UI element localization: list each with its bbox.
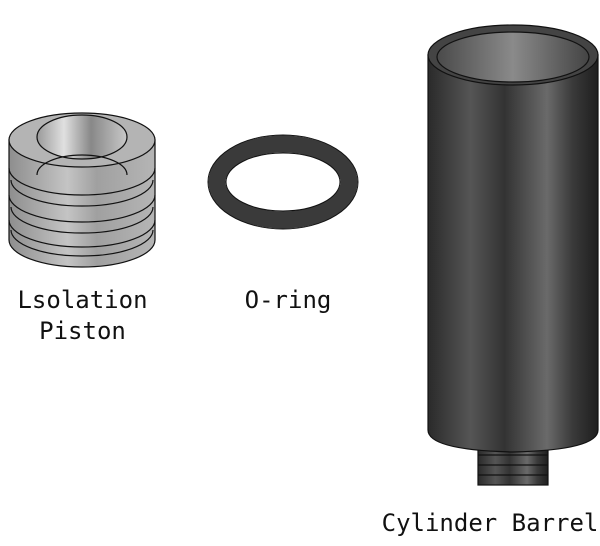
barrel-label: Cylinder Barrel [381, 509, 599, 537]
isolation-piston [8, 112, 156, 268]
piston-label-line2: Piston [39, 317, 126, 345]
cylinder-barrel [427, 24, 599, 486]
piston-label: Lsolation Piston [0, 285, 165, 347]
o-ring [207, 134, 359, 230]
oring-label: O-ring [244, 286, 332, 314]
piston-label-line1: Lsolation [17, 286, 148, 314]
